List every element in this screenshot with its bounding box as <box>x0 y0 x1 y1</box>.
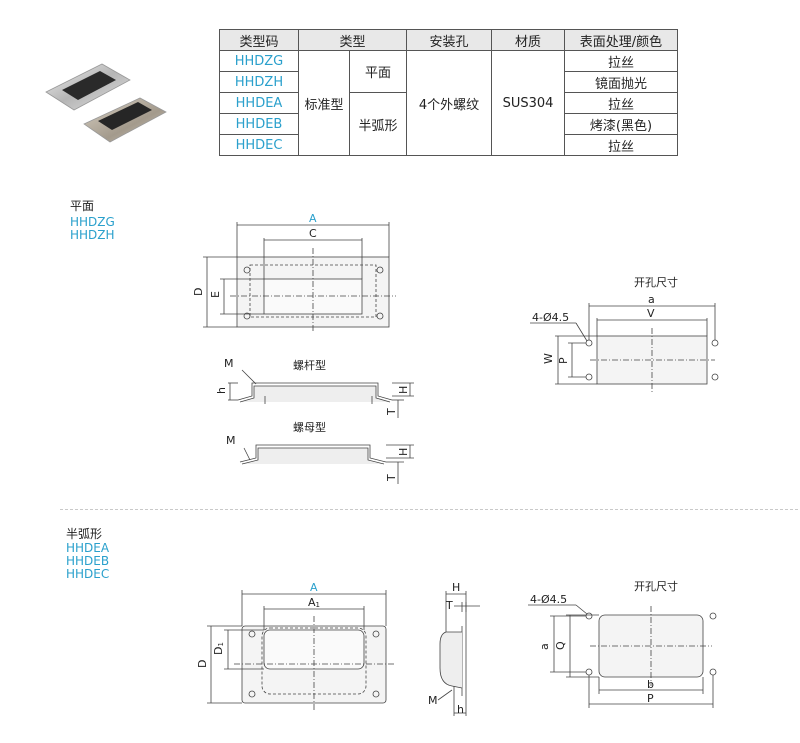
flat-bolt-dim-h: h <box>215 387 228 394</box>
arc-dim-A1: A1 <box>308 596 320 609</box>
flat-dim-A: A <box>309 212 317 225</box>
arc-dim-h: h <box>457 703 464 716</box>
flat-cutout-title: 开孔尺寸 <box>634 275 678 289</box>
arc-cutout-dim-a: a <box>538 643 551 650</box>
header-type: 类型 <box>298 29 407 51</box>
arc-dim-A: A <box>310 581 318 594</box>
arc-section-code: HHDEC <box>66 567 110 581</box>
arc-section-code: HHDEB <box>66 554 110 568</box>
flat-bolt-side-view <box>228 369 414 418</box>
flat-nut-side-view <box>239 444 414 484</box>
table-row: HHDEC 拉丝 <box>219 134 678 156</box>
flat-dim-E: E <box>209 291 222 298</box>
flat-dim-D: D <box>192 288 205 296</box>
arc-dim-D1: D1 <box>212 642 225 655</box>
arc-cutout-hole: 4-Ø4.5 <box>530 593 567 606</box>
code-cell: HHDEC <box>219 134 299 156</box>
flat-bolt-dim-T: T <box>385 408 398 416</box>
finish-cell: 拉丝 <box>564 50 678 72</box>
arc-section-title: 半弧形 <box>66 527 103 541</box>
header-type-code: 类型码 <box>219 29 299 51</box>
table-row: HHDZG 标准型 平面 4个外螺纹 SUS304 拉丝 <box>219 50 678 156</box>
spec-table: 类型码 类型 安装孔 材质 表面处理/颜色 HHDZG 标准型 平面 4个外螺纹… <box>219 29 678 156</box>
table-row: HHDEA 半弧形 拉丝 <box>219 92 678 156</box>
code-cell: HHDZH <box>219 71 299 93</box>
type-sub-flat-cell: 平面 <box>349 50 407 93</box>
arc-cutout-dim-P: P <box>647 692 654 705</box>
arc-dim-H: H <box>452 581 460 594</box>
code-cell: HHDEB <box>219 113 299 135</box>
arc-cutout-title: 开孔尺寸 <box>634 579 678 593</box>
header-material: 材质 <box>491 29 565 51</box>
flat-nut-type-label: 螺母型 <box>293 420 326 434</box>
finish-cell: 烤漆(黑色) <box>564 113 678 135</box>
flat-section-code: HHDZG <box>70 215 115 229</box>
flat-front-view <box>203 222 396 332</box>
flat-bolt-type-label: 螺杆型 <box>293 358 326 372</box>
section-divider <box>60 509 798 510</box>
flat-nut-dim-M: M <box>226 434 236 447</box>
flat-section-title: 平面 <box>70 199 95 213</box>
flat-nut-dim-H: H <box>397 448 410 456</box>
arc-side-view <box>437 591 480 716</box>
flat-section-code: HHDZH <box>70 228 115 242</box>
flat-cutout-hole: 4-Ø4.5 <box>532 311 569 324</box>
flat-bolt-dim-M: M <box>224 357 234 370</box>
flat-cutout-dim-a: a <box>648 293 655 306</box>
table-header-row: 类型码 类型 安装孔 材质 表面处理/颜色 <box>219 29 678 51</box>
flat-cutout-dim-P: P <box>557 357 570 364</box>
table-row: HHDEB 烤漆(黑色) <box>219 113 678 135</box>
code-cell: HHDEA <box>219 92 299 114</box>
arc-dim-M: M <box>428 694 438 707</box>
finish-cell: 镜面抛光 <box>564 71 678 93</box>
flat-cutout-dim-W: W <box>542 353 555 364</box>
arc-front-view <box>207 590 394 710</box>
arc-cutout-view <box>528 604 717 708</box>
flat-dim-C: C <box>309 227 317 240</box>
arc-section-code: HHDEA <box>66 541 110 555</box>
arc-dim-T: T <box>445 599 453 612</box>
arc-cutout-dim-Q: Q <box>554 641 567 650</box>
flat-cutout-dim-V: V <box>647 307 655 320</box>
type-sub-arc-cell: 半弧形 <box>349 92 407 156</box>
type-main-cell: 标准型 <box>298 50 350 156</box>
flat-cutout-view <box>530 303 719 392</box>
header-install-hole: 安装孔 <box>406 29 492 51</box>
flat-nut-dim-T: T <box>385 474 398 482</box>
install-hole-cell: 4个外螺纹 <box>406 50 492 156</box>
flat-bolt-dim-H: H <box>397 386 410 394</box>
code-cell: HHDZG <box>219 50 299 72</box>
arc-cutout-dim-b: b <box>647 678 654 691</box>
product-photo <box>45 63 167 143</box>
finish-cell: 拉丝 <box>564 134 678 156</box>
header-finish: 表面处理/颜色 <box>564 29 678 51</box>
finish-cell: 拉丝 <box>564 92 678 114</box>
arc-dim-D: D <box>196 660 209 668</box>
material-cell: SUS304 <box>491 50 565 156</box>
